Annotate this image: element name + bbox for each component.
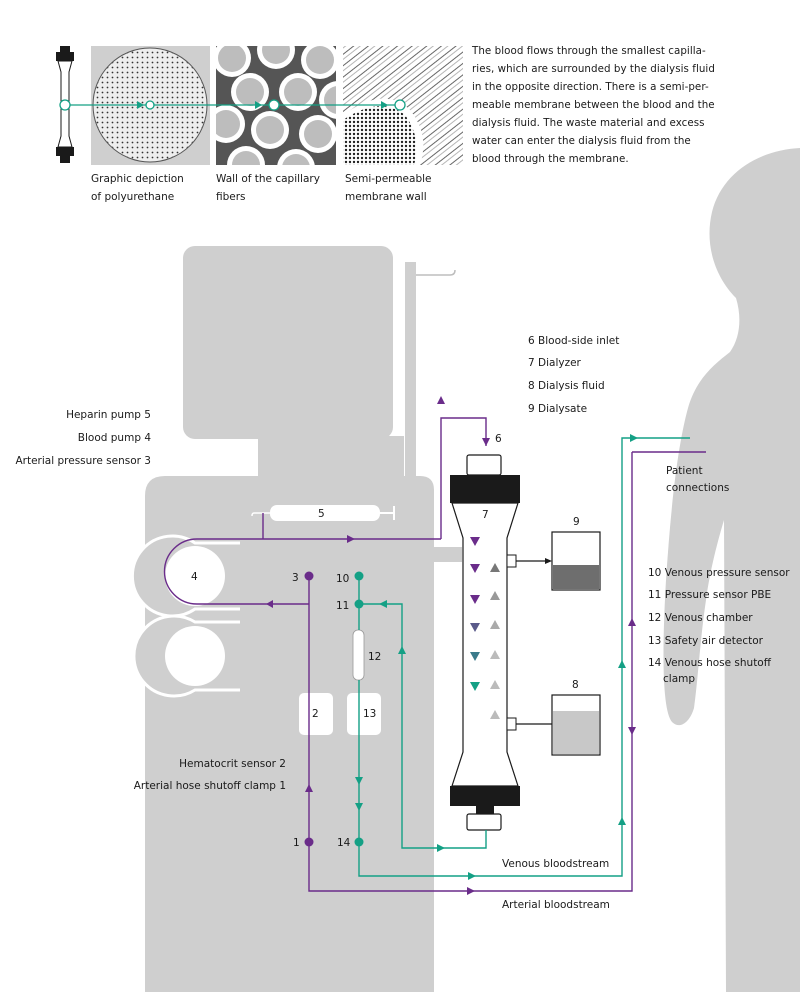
dialyzer [450,454,520,831]
label-11: 11 [336,600,349,612]
venous-arrows [355,434,638,880]
heparin-syringe [251,505,395,521]
label-10: 10 [336,573,349,585]
label-13: 13 [363,708,376,720]
label-3: 3 [292,572,299,584]
arterial-pressure-sensor-dot [304,571,314,581]
arterial-arrows [266,396,636,895]
label-2: 2 [312,708,319,720]
capillary-fibers-panel [216,46,336,165]
panel-caption: Wall of the capillary [216,173,320,185]
intro-line: dialysis fluid. The waste material and e… [472,117,705,129]
legend-arterial-pressure-sensor: Arterial pressure sensor 3 [15,455,151,467]
patient-connections-label: connections [666,482,729,494]
intro-line: water can enter the dialysis fluid from … [472,135,691,147]
arterial-bloodstream-label: Arterial bloodstream [502,899,610,911]
hematocrit-sensor-box [299,693,333,735]
panel-caption: Graphic depiction [91,173,184,185]
legend-blood-pump: Blood pump 4 [78,432,152,444]
legend-dialysis-fluid: 8 Dialysis fluid [528,380,605,392]
label-4: 4 [191,571,198,583]
legend-venous-clamp-cont: clamp [663,673,695,685]
human-silhouette [663,148,800,992]
label-1: 1 [293,837,300,849]
venous-chamber [352,629,365,681]
flow-triangles [470,537,500,719]
label-8: 8 [572,679,579,691]
panel-caption: Semi-permeable [345,173,431,185]
intro-line: in the opposite direction. There is a se… [472,81,709,93]
patient-connections-label: Patient [666,465,703,477]
legend-safety-air-detector: 13 Safety air detector [648,635,764,647]
legend-dialysate: 9 Dialysate [528,403,587,415]
label-14: 14 [337,837,351,849]
dialysis-fluid-container [516,694,601,756]
intro-line: blood through the membrane. [472,153,629,165]
legend-venous-pressure-sensor: 10 Venous pressure sensor [648,567,790,579]
venous-clamp-dot [354,837,364,847]
legend-venous-clamp: 14 Venous hose shutoff [648,657,772,669]
legend-pressure-sensor-pbe: 11 Pressure sensor PBE [648,589,771,601]
intro-paragraph: The blood flows through the smallest cap… [472,42,728,168]
intro-line: ries, which are surrounded by the dialys… [472,63,715,75]
panel-caption: membrane wall [345,191,427,203]
legend-arterial-clamp: Arterial hose shutoff clamp 1 [134,780,286,792]
label-5: 5 [318,508,325,520]
panel-caption: fibers [216,191,246,203]
legend-blood-side-inlet: 6 Blood-side inlet [528,335,619,347]
intro-line: meable membrane between the blood and th… [472,99,715,111]
panel-caption: of polyurethane [91,191,174,203]
label-7: 7 [482,509,489,521]
label-12: 12 [368,651,381,663]
venous-bloodstream-label: Venous bloodstream [502,858,609,870]
legend-venous-chamber: 12 Venous chamber [648,612,753,624]
intro-line: The blood flows through the smallest cap… [472,45,706,57]
dialysate-container [516,531,601,591]
legend-hematocrit-sensor: Hematocrit sensor 2 [179,758,286,770]
blood-pump-housings [130,534,240,698]
safety-air-detector-box [347,693,381,735]
venous-pressure-sensor-dot [354,571,364,581]
label-9: 9 [573,516,580,528]
pressure-sensor-pbe-dot [354,599,364,609]
legend-dialyzer: 7 Dialyzer [528,357,582,369]
legend-heparin-pump: Heparin pump 5 [66,409,151,421]
arterial-clamp-dot [304,837,314,847]
flow-line-top [59,99,406,111]
label-6: 6 [495,433,502,445]
